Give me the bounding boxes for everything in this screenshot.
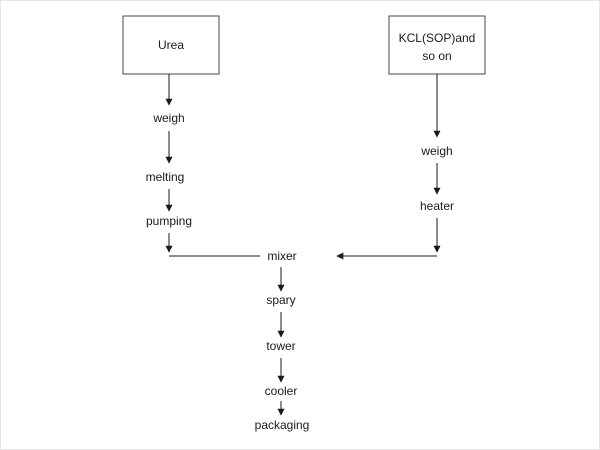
kcl-node-label-line2: so on	[422, 49, 451, 63]
kcl-node-box	[388, 15, 486, 75]
cooler-label: cooler	[265, 384, 298, 398]
urea-node-label: Urea	[158, 38, 184, 52]
heater-label: heater	[420, 199, 454, 213]
tower-label: tower	[266, 339, 295, 353]
urea-node-box	[122, 15, 220, 75]
mixer-label: mixer	[267, 249, 296, 263]
spary-label: spary	[266, 293, 295, 307]
kcl-node-label-line1: KCL(SOP)and	[399, 31, 476, 45]
pumping-label: pumping	[146, 214, 192, 228]
packaging-label: packaging	[255, 418, 310, 432]
weigh-right-label: weigh	[420, 144, 452, 158]
weigh-left-label: weigh	[152, 111, 184, 125]
melting-label: melting	[146, 170, 185, 184]
